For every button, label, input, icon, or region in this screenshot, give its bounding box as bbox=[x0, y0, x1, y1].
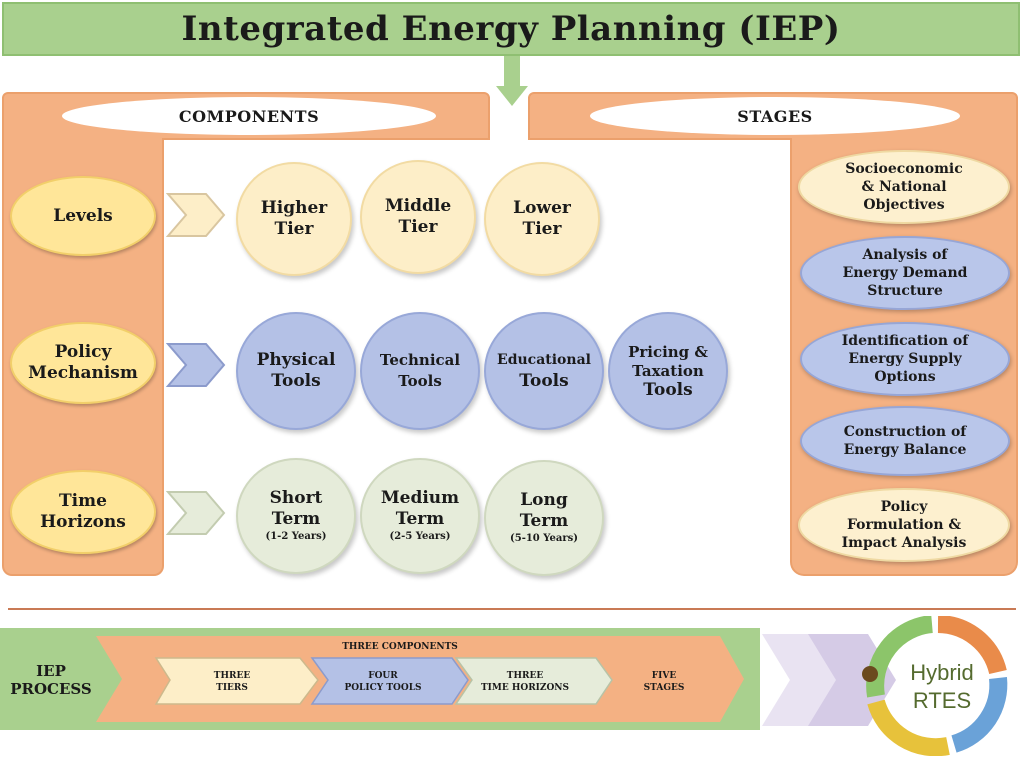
category-policy-mechanism: Policy Mechanism bbox=[10, 322, 156, 404]
process-label-line: IEP bbox=[36, 662, 66, 680]
category-label: Mechanism bbox=[28, 363, 138, 383]
tool-circle-physical: Physical Tools bbox=[236, 312, 356, 430]
stage-line: Policy bbox=[880, 499, 928, 515]
tier-circle-middle: Middle Tier bbox=[360, 160, 476, 274]
title-banner: Integrated Energy Planning (IEP) bbox=[2, 2, 1020, 56]
step-line: FIVE bbox=[651, 671, 677, 681]
time-circle-long: Long Term (5-10 Years) bbox=[484, 460, 604, 576]
category-label: Policy bbox=[54, 342, 112, 362]
down-arrow-icon bbox=[496, 56, 528, 106]
step-line: FOUR bbox=[368, 671, 398, 681]
stage-line: & National bbox=[861, 179, 947, 195]
circle-line: Physical bbox=[256, 350, 336, 370]
category-label: Time bbox=[59, 491, 107, 511]
step-line: THREE bbox=[213, 671, 251, 681]
circle-subtitle: (1-2 Years) bbox=[265, 531, 327, 542]
stages-header: STAGES bbox=[590, 97, 960, 135]
stage-energy-supply-options: Identification of Energy Supply Options bbox=[800, 322, 1010, 396]
circle-line: Tier bbox=[398, 217, 438, 237]
circle-line: Tools bbox=[643, 379, 693, 400]
gear-icon bbox=[862, 666, 878, 682]
circle-line: Tier bbox=[522, 219, 562, 239]
circle-line: Term bbox=[519, 511, 569, 531]
circle-subtitle: (2-5 Years) bbox=[389, 531, 451, 542]
step-line: POLICY TOOLS bbox=[344, 683, 422, 693]
category-levels: Levels bbox=[10, 176, 156, 256]
category-label: Horizons bbox=[40, 512, 126, 532]
stage-line: Analysis of bbox=[862, 247, 948, 263]
stage-policy-formulation: Policy Formulation & Impact Analysis bbox=[798, 488, 1010, 562]
step-line: TIERS bbox=[216, 683, 248, 693]
category-label: Levels bbox=[53, 205, 113, 226]
process-step-three-time-horizons: THREE TIME HORIZONS bbox=[462, 664, 588, 700]
time-circle-medium: Medium Term (2-5 Years) bbox=[360, 458, 480, 574]
stage-line: Identification of bbox=[841, 333, 969, 349]
stage-socioeconomic-objectives: Socioeconomic & National Objectives bbox=[798, 150, 1010, 224]
circle-line: Higher bbox=[260, 198, 328, 218]
circle-line: Term bbox=[271, 509, 321, 529]
circle-line: Short bbox=[269, 488, 323, 508]
chevron-right-icon bbox=[166, 491, 226, 535]
circle-line: Tools bbox=[398, 372, 442, 390]
stage-line: Objectives bbox=[863, 197, 945, 213]
tool-circle-technical: Technical Tools bbox=[360, 312, 480, 430]
tool-circle-educational: Educational Tools bbox=[484, 312, 604, 430]
stage-line: Energy Demand bbox=[842, 265, 968, 281]
circle-line: Taxation bbox=[632, 361, 704, 380]
process-label-line: PROCESS bbox=[10, 680, 92, 698]
logo-text-rtes: RTES bbox=[913, 688, 971, 713]
logo-ring-icon bbox=[866, 616, 1008, 756]
stage-line: Construction of bbox=[843, 424, 967, 440]
three-components-label: THREE COMPONENTS bbox=[342, 642, 458, 652]
category-time-horizons: Time Horizons bbox=[10, 470, 156, 554]
time-circle-short: Short Term (1-2 Years) bbox=[236, 458, 356, 574]
circle-line: Tier bbox=[274, 219, 314, 239]
chevron-right-icon bbox=[166, 193, 226, 237]
stage-line: Formulation & bbox=[846, 517, 962, 533]
stage-line: Socioeconomic bbox=[845, 161, 963, 177]
process-step-four-policy-tools: FOUR POLICY TOOLS bbox=[322, 664, 444, 700]
circle-line: Tools bbox=[271, 371, 321, 391]
tool-circle-pricing-taxation: Pricing & Taxation Tools bbox=[608, 312, 728, 430]
circle-line: Technical bbox=[379, 351, 461, 369]
stage-line: Energy Balance bbox=[843, 442, 967, 458]
circle-line: Lower bbox=[513, 198, 571, 218]
chevron-right-icon bbox=[166, 343, 226, 387]
stage-line: Structure bbox=[867, 283, 943, 299]
circle-line: Middle bbox=[384, 196, 452, 216]
stage-line: Impact Analysis bbox=[841, 535, 967, 551]
step-line: STAGES bbox=[643, 683, 685, 693]
hybrid-rtes-logo: Hybrid RTES bbox=[862, 616, 1008, 756]
iep-process-label: IEP PROCESS bbox=[8, 658, 94, 702]
step-line: THREE bbox=[506, 671, 544, 681]
circle-line: Educational bbox=[497, 352, 591, 368]
section-divider bbox=[8, 608, 1016, 610]
circle-line: Tools bbox=[519, 371, 569, 391]
circle-line: Long bbox=[520, 490, 568, 510]
tier-circle-lower: Lower Tier bbox=[484, 162, 600, 276]
process-step-three-tiers: THREE TIERS bbox=[172, 664, 292, 700]
tier-circle-higher: Higher Tier bbox=[236, 162, 352, 276]
page-title: Integrated Energy Planning (IEP) bbox=[181, 9, 841, 49]
step-line: TIME HORIZONS bbox=[480, 683, 570, 693]
circle-line: Pricing & bbox=[628, 342, 708, 361]
logo-text-hybrid: Hybrid bbox=[910, 660, 974, 685]
components-header: COMPONENTS bbox=[62, 97, 436, 135]
stage-energy-balance: Construction of Energy Balance bbox=[800, 406, 1010, 476]
process-step-five-stages: FIVE STAGES bbox=[618, 664, 710, 700]
circle-line: Term bbox=[395, 509, 445, 529]
circle-line: Medium bbox=[380, 488, 460, 508]
circle-subtitle: (5-10 Years) bbox=[510, 533, 578, 544]
stage-energy-demand-analysis: Analysis of Energy Demand Structure bbox=[800, 236, 1010, 310]
stage-line: Options bbox=[874, 369, 936, 385]
stage-line: Energy Supply bbox=[848, 351, 962, 367]
